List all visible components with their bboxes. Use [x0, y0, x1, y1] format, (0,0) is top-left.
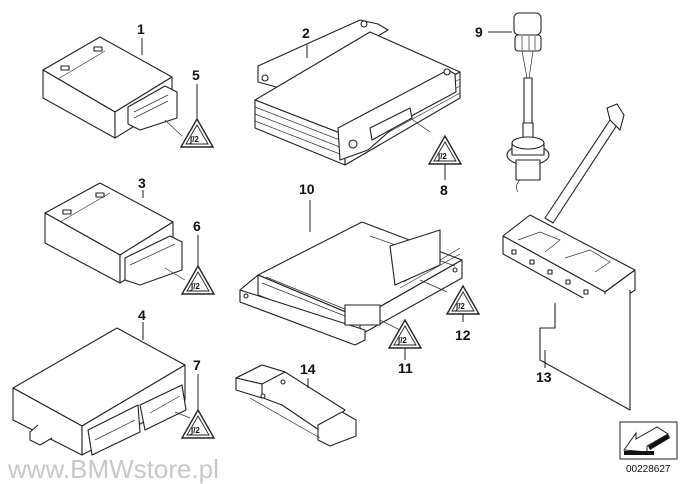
callout-14[interactable]: 14	[300, 361, 316, 377]
svg-text:∫/2: ∫/2	[190, 426, 200, 435]
part-4-control-unit[interactable]	[12, 327, 191, 456]
part-1-control-unit[interactable]	[42, 36, 183, 139]
part-9-connector-cable[interactable]	[506, 12, 550, 193]
part-14-adapter[interactable]	[235, 364, 357, 447]
part-2-control-unit[interactable]	[254, 19, 461, 166]
esd-warning-icon-12[interactable]: ∫/2	[445, 284, 481, 315]
callout-4[interactable]: 4	[138, 307, 146, 323]
part-3-control-unit[interactable]	[44, 182, 186, 286]
esd-warning-icon-6[interactable]: ∫/2	[180, 264, 216, 295]
svg-text:∫/2: ∫/2	[455, 302, 465, 311]
esd-warning-icon-7[interactable]: ∫/2	[180, 408, 216, 439]
callout-9[interactable]: 9	[475, 24, 483, 40]
callout-1[interactable]: 1	[137, 21, 145, 37]
svg-text:∫/2: ∫/2	[437, 152, 447, 161]
document-number: 00228627	[626, 464, 671, 475]
callout-11[interactable]: 11	[398, 360, 413, 376]
svg-text:∫/2: ∫/2	[190, 282, 200, 291]
callout-6[interactable]: 6	[193, 218, 201, 234]
callout-13[interactable]: 13	[536, 369, 552, 385]
svg-text:∫/2: ∫/2	[397, 336, 407, 345]
part-13-bracket[interactable]	[502, 103, 636, 411]
callout-3[interactable]: 3	[138, 175, 146, 191]
watermark: www.BMWstore.pl	[7, 454, 219, 484]
callout-12[interactable]: 12	[455, 327, 471, 343]
callout-2[interactable]: 2	[302, 25, 310, 41]
back-arrow-icon[interactable]	[619, 421, 678, 460]
callout-7[interactable]: 7	[193, 357, 201, 373]
callout-8[interactable]: 8	[440, 182, 448, 198]
esd-warning-icon-11[interactable]: ∫/2	[387, 318, 423, 349]
svg-text:∫/2: ∫/2	[189, 135, 199, 144]
callout-10[interactable]: 10	[299, 181, 315, 197]
callout-5[interactable]: 5	[192, 67, 200, 83]
part-10-amplifier[interactable]	[239, 221, 463, 346]
esd-warning-icon-8[interactable]: ∫/2	[427, 134, 463, 165]
esd-warning-icon-5[interactable]: ∫/2	[179, 117, 215, 148]
